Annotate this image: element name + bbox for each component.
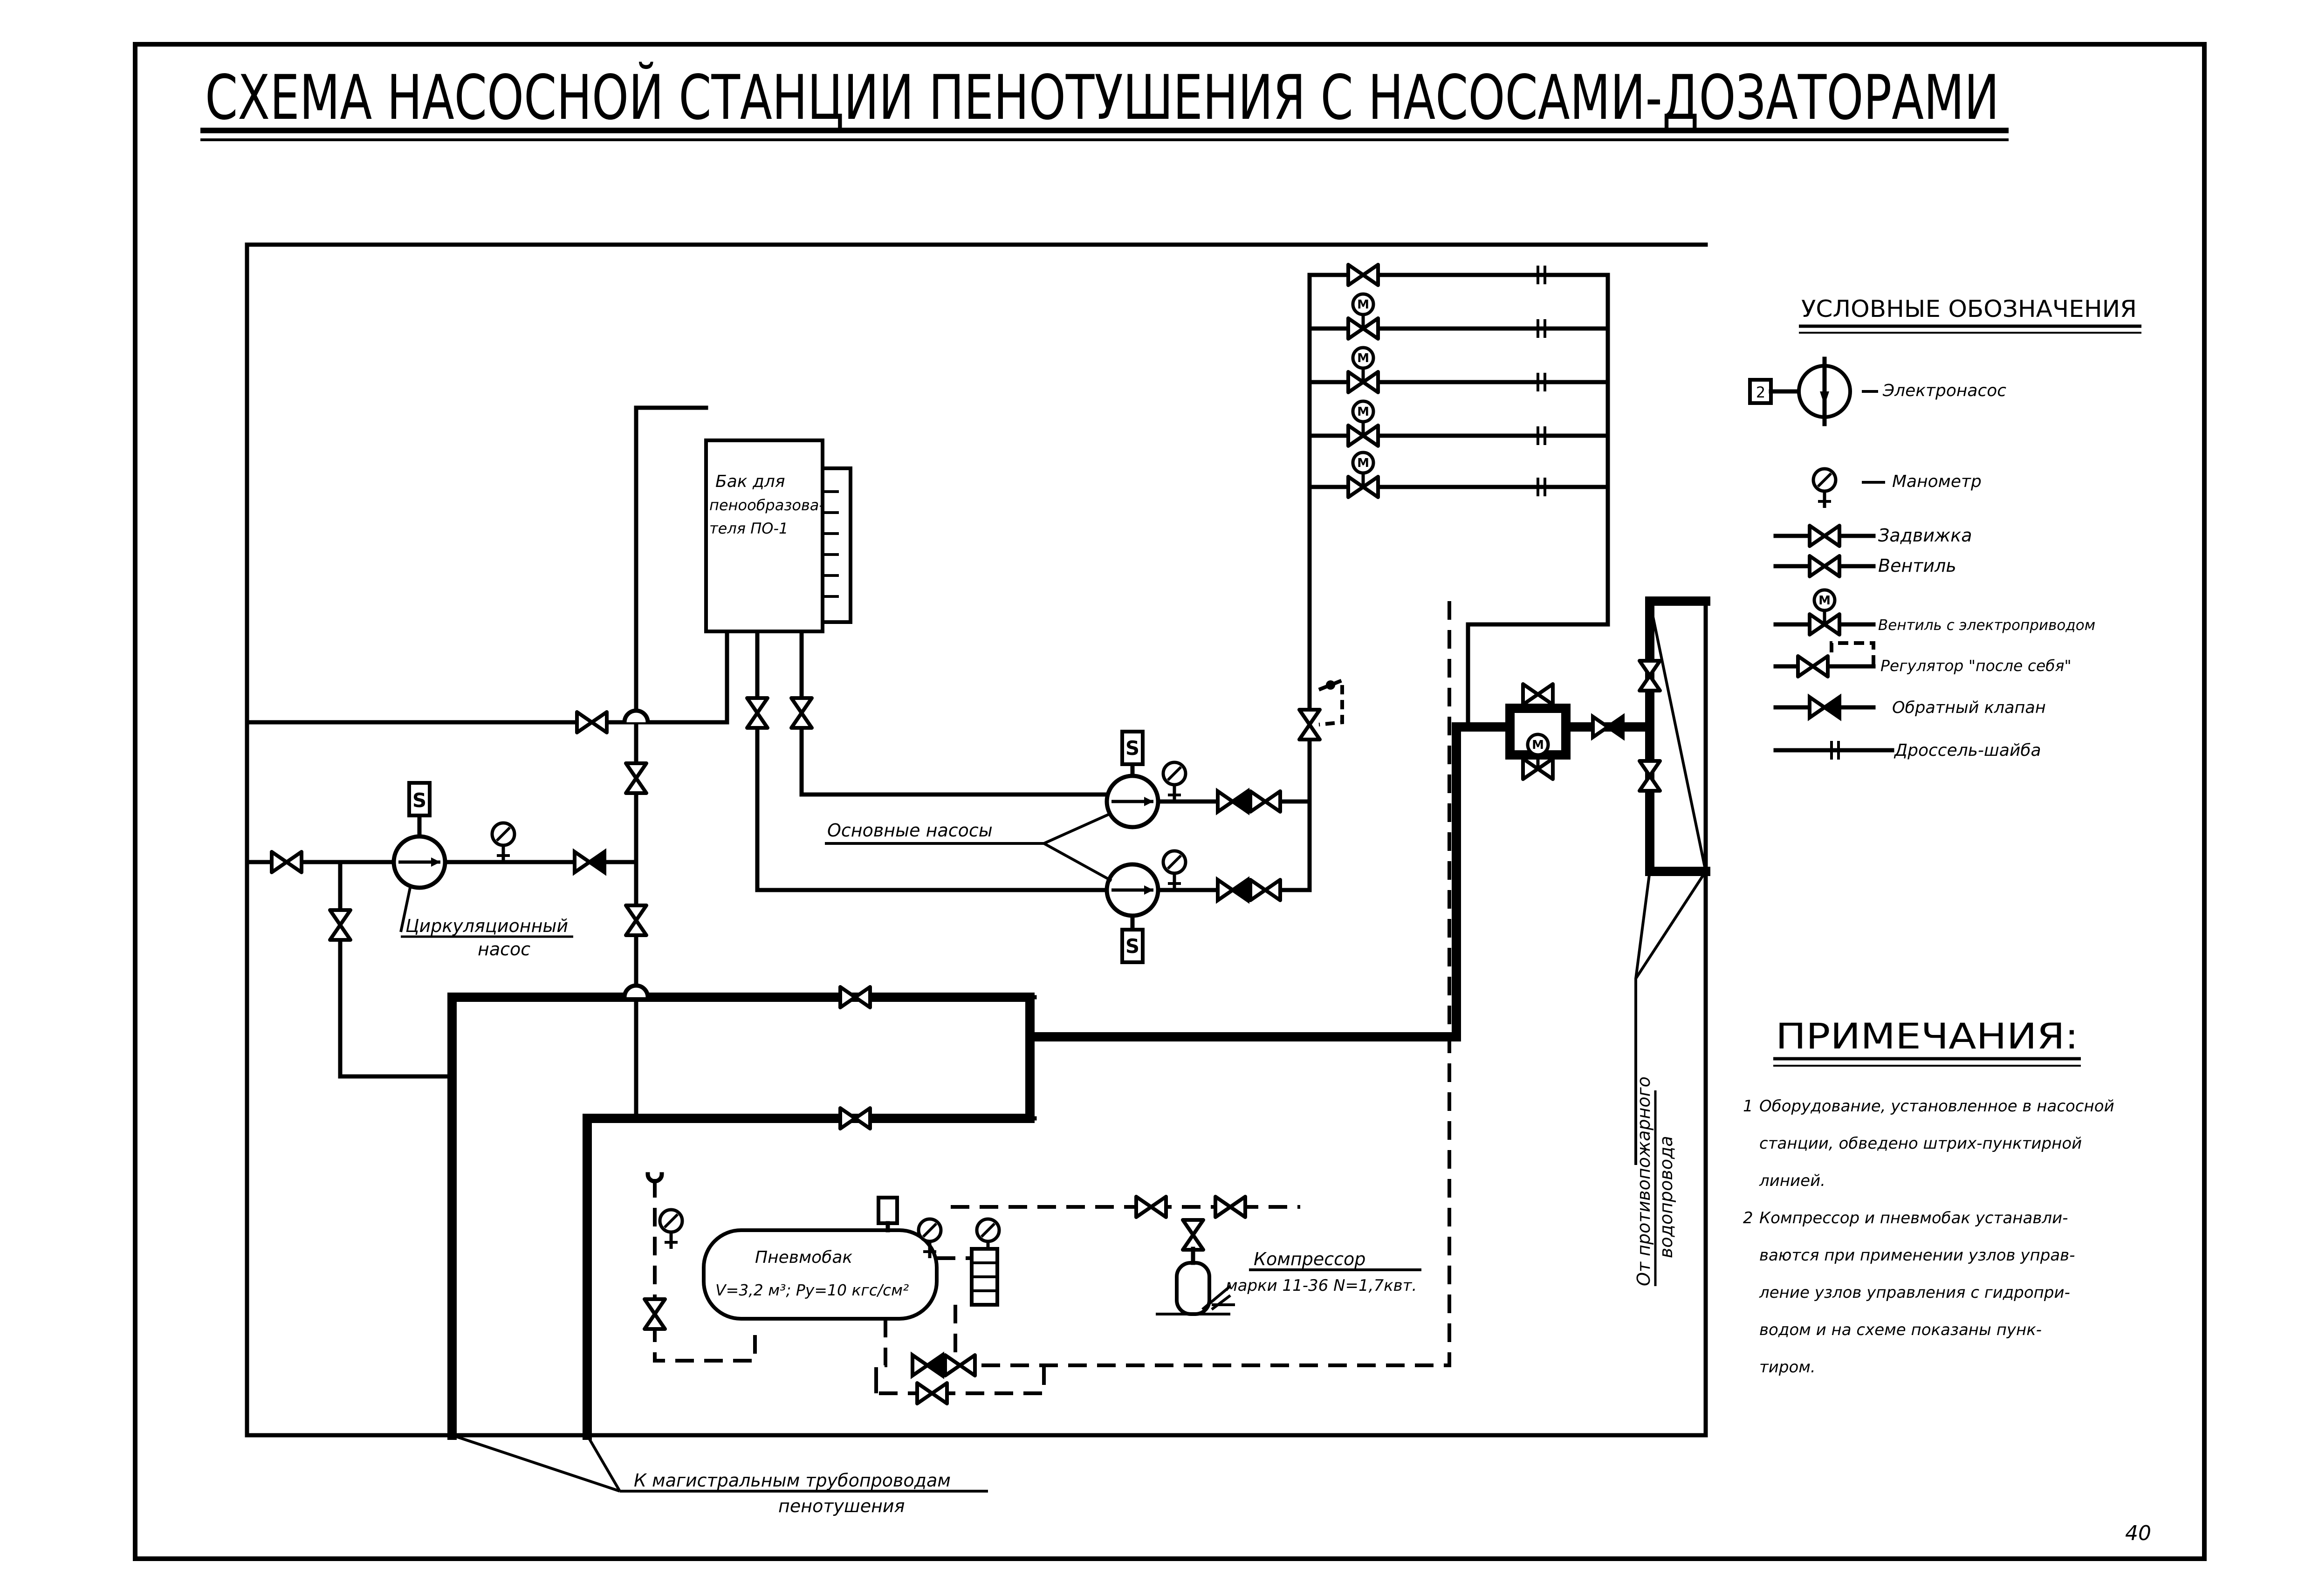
compressor-label-1: Компрессор	[1254, 1249, 1365, 1269]
tank-label-2: пенообразова-	[709, 496, 824, 514]
legend-label: Регулятор "после себя"	[1880, 657, 2072, 675]
note-1-num: 1	[1743, 1097, 1753, 1116]
note-2-line-1: Компрессор и пневмобак устанавли-	[1759, 1209, 2068, 1227]
pneumotank-label-2: V=3,2 м³; Ру=10 кгс/см²	[715, 1281, 909, 1299]
page-number: 40	[2125, 1521, 2151, 1545]
note-2-num: 2	[1743, 1209, 1753, 1227]
legend-throttle-washer: Дроссель-шайба	[1773, 741, 2041, 760]
main-pump-1: S	[1107, 730, 1186, 827]
legend-label: Манометр	[1892, 472, 1982, 491]
compressor-label-2: марки 11-36 N=1,7квт.	[1226, 1276, 1417, 1295]
page-title: СХЕМА НАСОСНОЙ СТАНЦИИ ПЕНОТУШЕНИЯ С НАС…	[205, 62, 1999, 134]
compressor: Компрессор марки 11-36 N=1,7квт.	[1156, 1247, 1421, 1316]
legend-globe-valve: Вентиль	[1773, 555, 1956, 576]
legend-label: Обратный клапан	[1892, 699, 2046, 717]
main-pumps-label: Основные насосы	[827, 820, 993, 841]
legend-label: Вентиль	[1878, 555, 1956, 576]
pump-letter: S	[1125, 935, 1139, 958]
to-mains-callout: К магистральным трубопроводам пенотушени…	[452, 1434, 988, 1516]
pneumotank: Пневмобак V=3,2 м³; Ру=10 кгс/см²	[645, 1172, 999, 1321]
legend: УСЛОВНЫЕ ОБОЗНАЧЕНИЯ 2 Электронасос Мано…	[1748, 295, 2141, 760]
pump-letter: S	[412, 789, 426, 812]
note-2-line-2: ваются при применении узлов управ-	[1759, 1246, 2075, 1265]
note-1-line-1: Оборудование, установленное в насосной	[1759, 1097, 2114, 1116]
legend-label: Задвижка	[1878, 525, 1972, 546]
to-mains-label-1: К магистральным трубопроводам	[634, 1470, 951, 1491]
title-block: СХЕМА НАСОСНОЙ СТАНЦИИ ПЕНОТУШЕНИЯ С НАС…	[200, 62, 2009, 141]
water-main-label-1: От противопожарного	[1633, 1076, 1654, 1286]
legend-motor-valve: Вентиль с электроприводом	[1773, 590, 2095, 635]
water-main-callout: От противопожарного водопровода	[1633, 1076, 1676, 1286]
note-2-line-3: ление узлов управления с гидропри-	[1759, 1283, 2070, 1302]
svg-text:2: 2	[1756, 384, 1765, 401]
legend-label: Дроссель-шайба	[1894, 741, 2041, 760]
legend-electropump: 2 Электронасос	[1748, 356, 2006, 426]
circulation-pump: S Циркуляционный насос	[394, 781, 573, 959]
to-mains-label-2: пенотушения	[778, 1496, 905, 1516]
main-pumps-callout: Основные насосы	[825, 812, 1112, 882]
legend-label: Электронасос	[1882, 381, 2006, 400]
legend-manometer: Манометр	[1813, 469, 1982, 508]
circulation-pump-label-2: насос	[478, 939, 530, 959]
note-1-line-2: станции, обведено штрих-пунктирной	[1759, 1134, 2082, 1153]
legend-label: Вентиль с электроприводом	[1878, 617, 2095, 634]
legend-check-valve: Обратный клапан	[1773, 697, 2046, 718]
note-2-line-5: тиром.	[1759, 1358, 1816, 1377]
note-1-line-3: линией.	[1759, 1171, 1825, 1190]
legend-gate-valve: Задвижка	[1773, 525, 1972, 546]
legend-heading: УСЛОВНЫЕ ОБОЗНАЧЕНИЯ	[1801, 295, 2137, 322]
pneumotank-label-1: Пневмобак	[755, 1248, 852, 1267]
note-2-line-4: водом и на схеме показаны пунк-	[1759, 1321, 2042, 1339]
pump-letter: S	[1125, 737, 1139, 760]
valves	[272, 265, 1660, 1404]
water-main-label-2: водопровода	[1656, 1136, 1676, 1258]
drawing-frame	[133, 42, 2207, 1561]
tank-label-3: теля ПО-1	[709, 520, 788, 537]
notes-heading: ПРИМЕЧАНИЯ:	[1776, 1015, 2079, 1057]
circulation-pump-label-1: Циркуляционный	[405, 916, 568, 936]
foam-tank: Бак для пенообразова- теля ПО-1	[704, 438, 852, 633]
main-pump-2: S	[1107, 851, 1186, 964]
notes: ПРИМЕЧАНИЯ: 1 Оборудование, установленно…	[1743, 1015, 2114, 1377]
tank-label-1: Бак для	[715, 472, 785, 491]
legend-regulator: Регулятор "после себя"	[1773, 641, 2072, 677]
